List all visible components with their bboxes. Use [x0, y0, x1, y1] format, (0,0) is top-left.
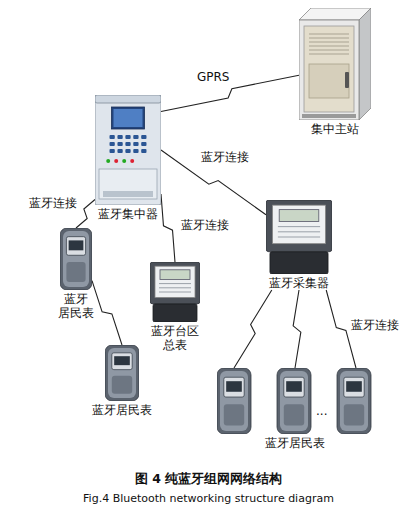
node-label: 蓝牙集中器: [98, 207, 158, 221]
link-label: 蓝牙连接: [28, 196, 78, 210]
bluetooth-link: [76, 200, 95, 229]
figure-caption: 图 4 纯蓝牙组网网络结构: [0, 471, 417, 488]
master-station-icon: [299, 8, 371, 120]
node-label: 蓝牙居民表: [265, 436, 325, 450]
node-label: 蓝牙采集器: [269, 276, 329, 290]
node-label: 蓝牙 居民表: [56, 292, 96, 320]
resident-meter: 蓝牙 居民表: [55, 228, 97, 320]
resident-meter-group-icon: [217, 368, 373, 434]
link-label: 蓝牙连接: [200, 150, 250, 164]
resident-meter-group: 蓝牙居民表: [216, 368, 374, 450]
bluetooth-link: [161, 150, 266, 215]
concentrator: 蓝牙集中器: [94, 95, 162, 221]
bluetooth-link: [234, 290, 272, 368]
node-label: 集中主站: [311, 122, 359, 136]
node-label: 蓝牙台区 总表: [149, 324, 202, 352]
link-label: 蓝牙连接: [350, 318, 400, 332]
link-label: GPRS: [196, 70, 231, 84]
ellipsis-mark: ...: [316, 404, 327, 418]
node-label: 蓝牙居民表: [92, 403, 152, 417]
area-total-meter-icon: [150, 262, 200, 322]
link-label: 蓝牙连接: [180, 218, 230, 232]
area-total-meter: 蓝牙台区 总表: [148, 262, 203, 352]
bluetooth-link: [161, 194, 175, 262]
resident-meter: 蓝牙居民表: [91, 345, 153, 417]
english-caption: Fig.4 Bluetooth networking structure dia…: [0, 492, 417, 505]
bluetooth-link: [92, 281, 122, 345]
collector-icon: [266, 200, 332, 274]
concentrator-icon: [95, 95, 161, 205]
master-station: 集中主站: [298, 8, 372, 136]
collector: 蓝牙采集器: [265, 200, 333, 290]
bluetooth-link: [293, 290, 301, 368]
resident-meter-icon: [60, 228, 92, 290]
resident-meter-icon: [105, 345, 139, 401]
